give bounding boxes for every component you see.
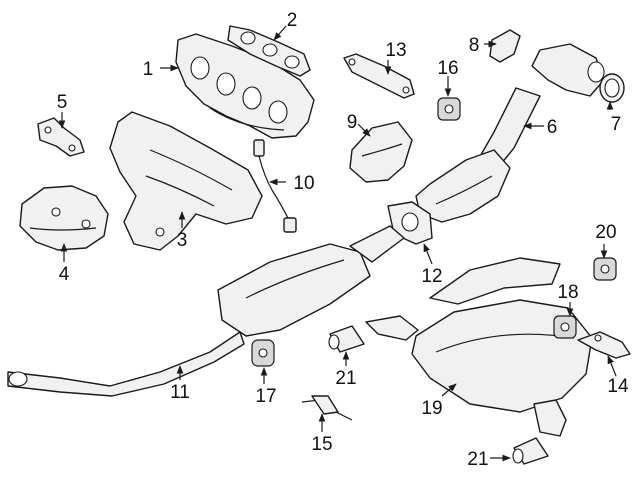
insulator-upper-part <box>437 97 461 121</box>
lower-heat-shield-part <box>19 185 109 251</box>
upper-bracket-part <box>489 29 521 63</box>
converter-heat-shield-part <box>349 121 413 183</box>
callout-10: 10 <box>293 173 314 194</box>
callout-16: 16 <box>437 58 458 79</box>
callout-11: 11 <box>170 382 190 403</box>
muffler-insulator-part <box>553 315 577 339</box>
callout-3: 3 <box>177 230 188 251</box>
hanger-bracket-part <box>343 53 415 99</box>
callout-5: 5 <box>57 92 68 113</box>
intermediate-pipe-part <box>7 225 405 397</box>
hanger-part <box>301 395 353 421</box>
callout-19: 19 <box>421 398 442 419</box>
leader-lines <box>58 25 617 462</box>
bracket-part <box>37 117 85 157</box>
callout-14: 14 <box>607 376 629 397</box>
muffler-part <box>365 257 593 437</box>
callout-15: 15 <box>311 434 332 455</box>
rear-hanger-part <box>577 331 631 359</box>
callout-8: 8 <box>469 35 480 56</box>
callout-12: 12 <box>421 266 442 287</box>
callout-2: 2 <box>287 10 298 31</box>
insulator-lower-part <box>251 339 275 367</box>
callout-17: 17 <box>255 386 276 407</box>
callout-4: 4 <box>59 264 70 285</box>
manifold-heat-shield-part <box>109 111 263 251</box>
callout-13: 13 <box>385 40 406 61</box>
callout-6: 6 <box>547 117 558 138</box>
tailpipe-insulator-part <box>593 257 617 281</box>
callout-7: 7 <box>611 114 622 135</box>
exhaust-tip-front-part <box>328 325 365 353</box>
catalytic-converter-part <box>415 43 605 223</box>
gasket-ring-part <box>599 73 625 103</box>
callout-20: 20 <box>595 222 616 243</box>
exhaust-tip-rear-part <box>512 437 549 465</box>
callout-21-rear: 21 <box>467 449 488 470</box>
callout-21-front: 21 <box>335 368 356 389</box>
callout-1: 1 <box>143 59 154 80</box>
callout-18: 18 <box>557 282 578 303</box>
oxygen-sensor-part <box>253 139 297 233</box>
callout-9: 9 <box>347 112 358 133</box>
manifold-gasket-part <box>227 25 311 77</box>
